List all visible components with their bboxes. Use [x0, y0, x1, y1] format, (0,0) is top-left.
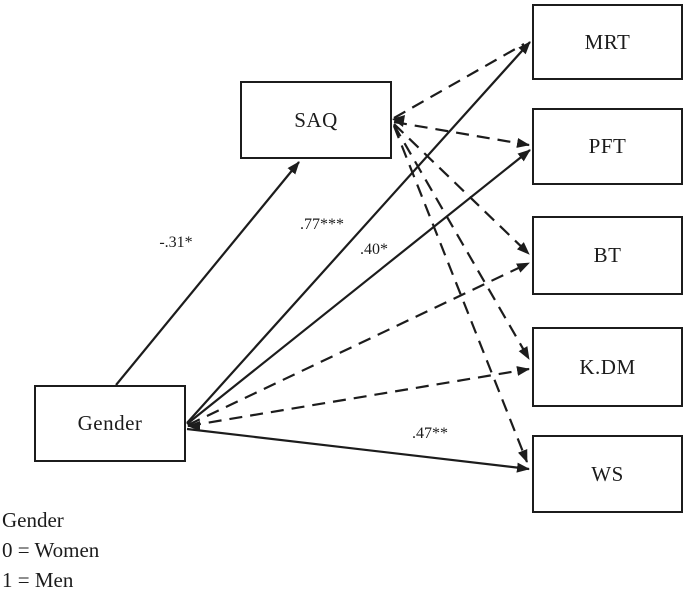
edge-saq-kdm: [393, 124, 530, 360]
edge-gender-ws: [186, 427, 530, 473]
node-ws: WS: [532, 435, 683, 513]
legend-men: 1 = Men: [2, 568, 74, 592]
coef-gender-pft: .40*: [360, 241, 388, 258]
node-pft: PFT: [532, 108, 683, 185]
coef-gender-saq: -.31*: [159, 234, 193, 251]
coef-gender-mrt: .77***: [300, 216, 344, 233]
edge-saq-mrt: [393, 43, 525, 119]
saq-hub-arrowhead: [392, 115, 405, 127]
edge-saq-pft: [393, 120, 530, 148]
edge-gender-saq: [115, 161, 300, 386]
legend-women: 0 = Women: [2, 538, 100, 562]
node-pft-label: PFT: [588, 134, 627, 158]
edge-saq-bt: [393, 123, 530, 255]
node-mrt-label: MRT: [584, 29, 631, 54]
coef-gender-ws: .47**: [412, 425, 448, 442]
edge-gender-kdm: [187, 366, 530, 428]
node-ws-label: WS: [591, 461, 624, 486]
node-kdm: K.DM: [532, 327, 683, 407]
node-kdm-label: K.DM: [579, 354, 636, 379]
node-gender: Gender: [34, 385, 186, 462]
node-saq-label: SAQ: [294, 107, 338, 132]
node-gender-label: Gender: [77, 411, 143, 435]
node-saq: SAQ: [240, 81, 392, 159]
legend: Gender 0 = Women 1 = Men: [2, 505, 99, 595]
edge-gender-pft: [186, 149, 531, 425]
gender-hub-arrowhead: [187, 421, 200, 431]
edge-saq-ws: [392, 125, 529, 463]
edge-gender-mrt: [186, 41, 531, 424]
node-mrt: MRT: [532, 4, 683, 80]
legend-title: Gender: [2, 508, 64, 532]
node-bt-label: BT: [593, 243, 622, 267]
node-bt: BT: [532, 216, 683, 295]
